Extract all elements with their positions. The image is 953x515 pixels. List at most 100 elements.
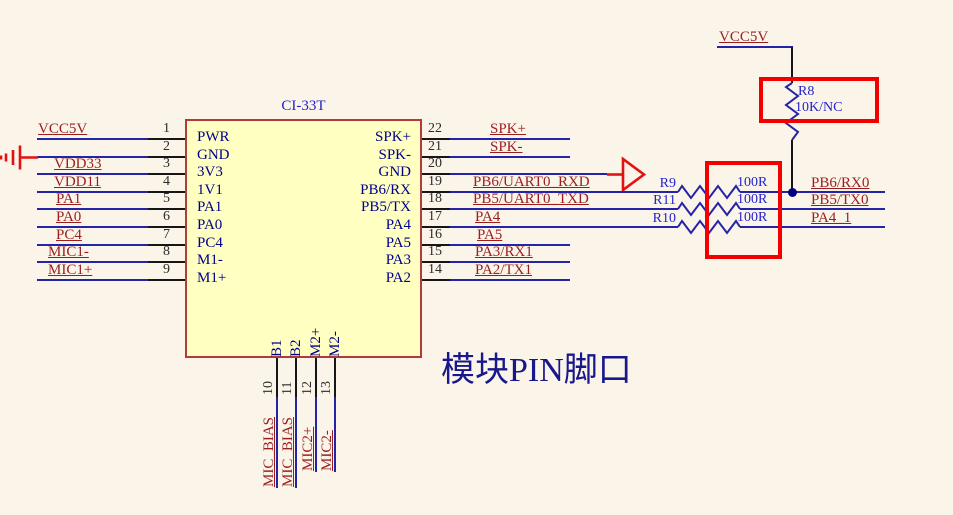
output-arrow-icon [607, 156, 647, 193]
pin-name: PB6/RX [360, 182, 411, 198]
net-label: PA1 [56, 191, 82, 207]
pin-name: SPK- [378, 147, 411, 163]
pin-stub [148, 279, 185, 281]
pin-name: PA3 [385, 252, 411, 268]
pin-number: 14 [428, 262, 442, 277]
wire [717, 46, 793, 48]
net-label: VDD11 [54, 174, 101, 190]
resistor-designator: R9 [659, 176, 676, 191]
pin-stub [422, 138, 450, 140]
pin-number: 9 [163, 262, 170, 277]
net-label: PA5 [477, 227, 503, 243]
net-label: SPK- [490, 139, 523, 155]
pin-number: 20 [428, 156, 442, 171]
pin-number: 1 [163, 121, 170, 136]
pin-number: 13 [319, 381, 334, 395]
wire [450, 244, 570, 246]
net-label: PB6/RX0 [811, 175, 870, 191]
pin-name: PB5/TX [360, 199, 411, 215]
net-label: MIC_BIAS [261, 416, 277, 487]
resistor-value: 100R [737, 210, 768, 225]
pin-stub [422, 244, 450, 246]
resistor-value: 100R [737, 192, 768, 207]
pin-name: PA2 [385, 270, 411, 286]
pin-number: 10 [261, 381, 276, 395]
wire [295, 397, 297, 488]
net-label: VCC5V [719, 29, 769, 45]
pin-number: 5 [163, 191, 170, 206]
resistor-designator: R11 [653, 193, 676, 208]
net-label: MIC1+ [48, 262, 93, 278]
wire [740, 191, 885, 193]
module-caption: 模块PIN脚口 [441, 352, 632, 389]
wire [37, 261, 148, 263]
wire [276, 397, 278, 488]
resistor-designator: R10 [652, 211, 676, 226]
net-label: PB5/UART0_TXD [473, 191, 589, 207]
net-label: PB5/TX0 [811, 192, 869, 208]
wire [450, 138, 570, 140]
resistor-r10 [677, 219, 741, 235]
pin-stub [276, 358, 278, 397]
pin-stub [148, 156, 185, 158]
wire [37, 138, 148, 140]
net-label: PA4 [475, 209, 501, 225]
pin-number: 11 [280, 381, 295, 395]
net-label: MIC2+ [300, 426, 316, 471]
net-label: PB6/UART0_RXD [473, 174, 590, 190]
pin-number: 17 [428, 209, 442, 224]
wire [37, 226, 148, 228]
pin-stub [334, 358, 336, 397]
pin-stub [148, 208, 185, 210]
wire [37, 279, 148, 281]
ic-body [185, 119, 422, 358]
pin-name: PA5 [385, 235, 411, 251]
wire-vertical [791, 140, 793, 192]
pin-stub [148, 191, 185, 193]
pin-number: 21 [428, 139, 442, 154]
pin-number: 7 [163, 227, 170, 242]
pin-name: B2 [288, 339, 304, 357]
pin-name: M2- [327, 331, 343, 357]
pin-name: M1- [197, 252, 223, 268]
pin-number: 15 [428, 244, 442, 259]
resistor-r8 [784, 82, 800, 141]
pin-stub [148, 261, 185, 263]
pin-name: PA1 [197, 199, 223, 215]
net-label: PA4_1 [811, 210, 852, 226]
net-label: VDD33 [54, 156, 102, 172]
pin-number: 12 [300, 381, 315, 395]
wire [37, 244, 148, 246]
pin-stub [148, 138, 185, 140]
pin-stub [422, 261, 450, 263]
resistor-r9 [677, 184, 741, 200]
wire [450, 226, 678, 228]
pin-name: M1+ [197, 270, 227, 286]
wire [450, 279, 570, 281]
pin-name: PA0 [197, 217, 223, 233]
highlight-box-r8 [759, 77, 879, 123]
pin-stub [422, 156, 450, 158]
net-label: VCC5V [38, 121, 88, 137]
wire [315, 397, 317, 472]
pin-name: GND [378, 164, 412, 180]
net-label: PC4 [56, 227, 82, 243]
pin-stub [315, 358, 317, 397]
ic-title: CI-33T [281, 98, 326, 114]
pin-name: GND [197, 147, 230, 163]
pin-stub [422, 226, 450, 228]
net-label: PA3/RX1 [475, 244, 533, 260]
pin-stub [422, 173, 450, 175]
pin-name: SPK+ [375, 129, 411, 145]
pin-name: PWR [197, 129, 230, 145]
pin-name: M2+ [308, 327, 324, 357]
junction-dot [788, 188, 797, 197]
wire-vertical [791, 47, 793, 83]
net-label: SPK+ [490, 121, 526, 137]
pin-name: 3V3 [197, 164, 223, 180]
net-label: MIC_BIAS [280, 416, 296, 487]
wire [450, 156, 570, 158]
wire [740, 208, 885, 210]
wire [334, 397, 336, 472]
pin-number: 4 [163, 174, 170, 189]
